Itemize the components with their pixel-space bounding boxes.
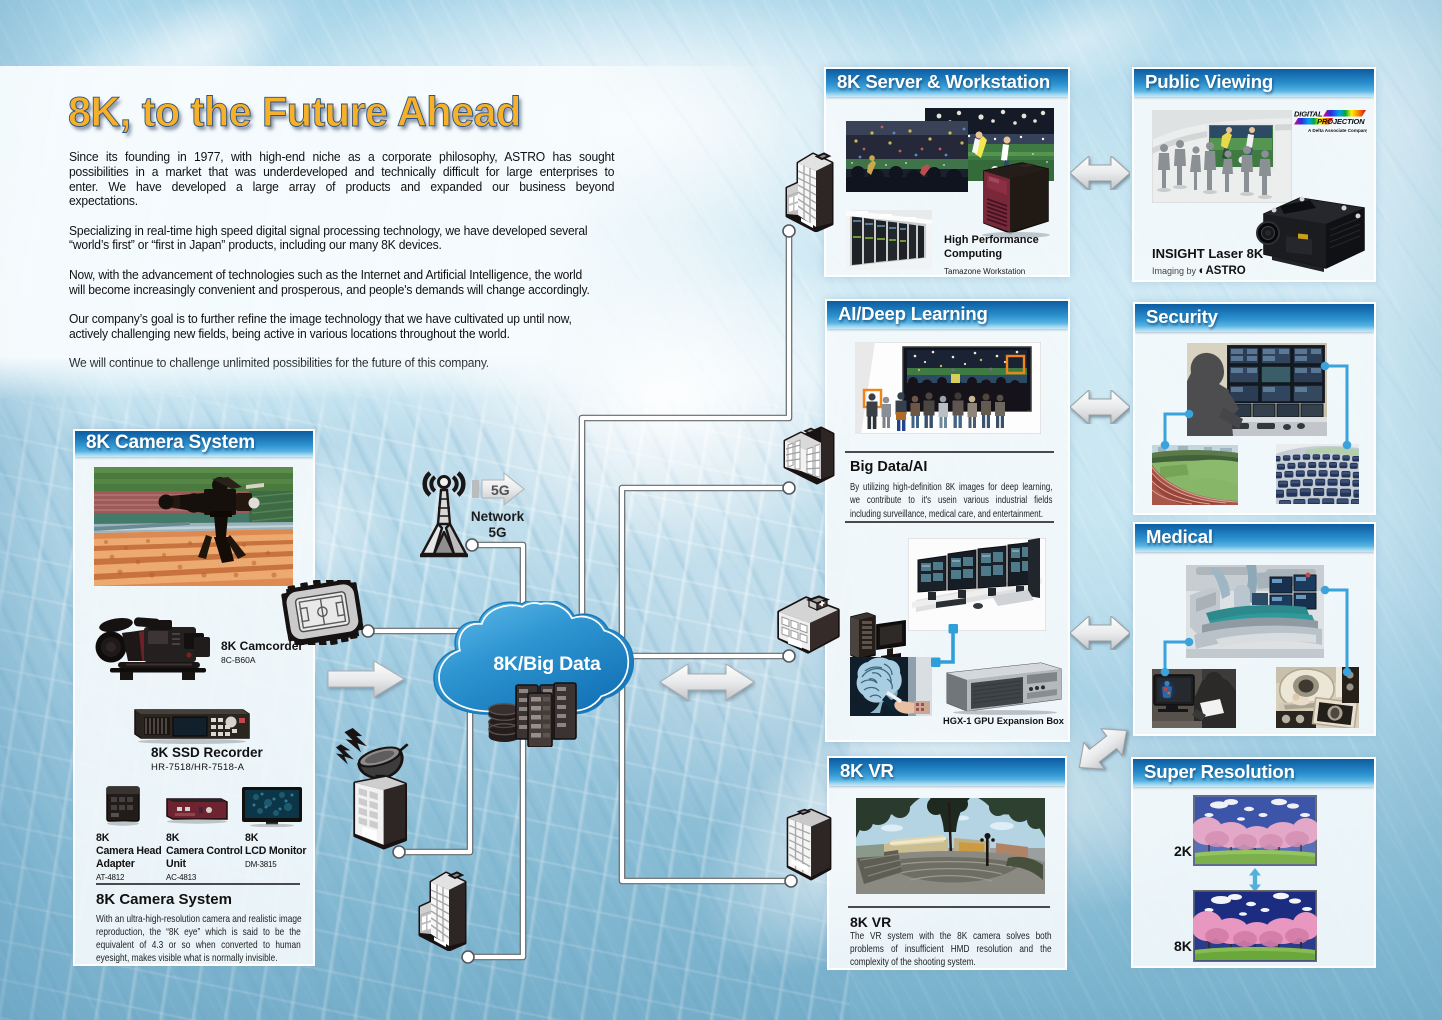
svg-text:DIGITAL: DIGITAL — [1294, 110, 1323, 119]
svg-text:PROJECTION: PROJECTION — [1317, 117, 1365, 126]
svg-text:8K/Big Data: 8K/Big Data — [493, 653, 601, 675]
svg-text:A Delta Associate Company: A Delta Associate Company — [1308, 128, 1367, 133]
svg-text:5G: 5G — [491, 482, 510, 498]
